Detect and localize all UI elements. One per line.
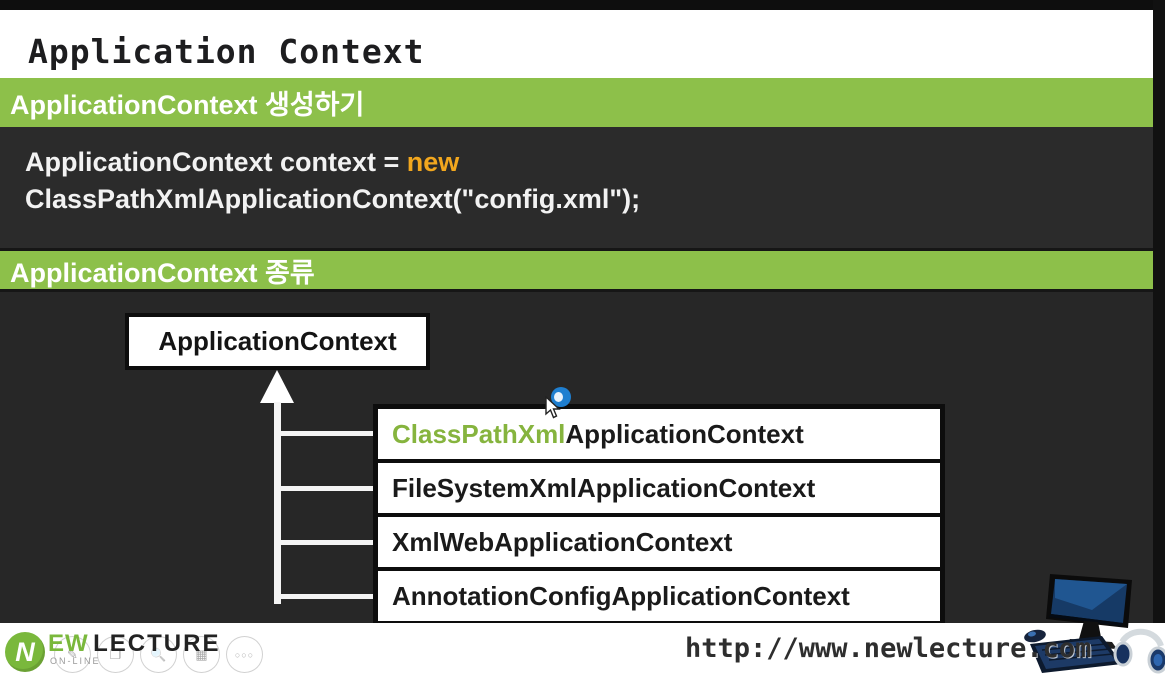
diagram-box-xmlweb: XmlWebApplicationContext <box>378 513 940 567</box>
connector-trunk-line <box>274 402 281 604</box>
more-icon[interactable]: ○○○ <box>226 636 263 673</box>
inheritance-arrow-icon <box>260 370 294 403</box>
filesystemxml-rest: FileSystemXmlApplicationContext <box>392 473 816 503</box>
computer-illustration <box>1024 574 1165 674</box>
section-heading-create-label: ApplicationContext 생성하기 <box>10 90 365 120</box>
code-block: ApplicationContext context = new ClassPa… <box>0 127 1165 248</box>
code-line1-text: ApplicationContext context = <box>25 147 407 177</box>
logo-ew-label: EW <box>48 630 89 657</box>
newlecture-logo: N EW LECTURE ON-LINE <box>5 632 220 672</box>
child-class-list: ClassPathXmlApplicationContext FileSyste… <box>373 404 945 626</box>
diagram-box-annotationconfig: AnnotationConfigApplicationContext <box>378 567 940 621</box>
connector-branch-line <box>277 594 376 599</box>
pages-icon[interactable]: ❐ <box>97 636 134 673</box>
annotationconfig-rest: AnnotationConfigApplicationContext <box>392 581 850 611</box>
classpathxml-highlight: ClassPathXml <box>392 419 566 449</box>
busy-spinner-icon <box>551 387 571 407</box>
connector-branch-line <box>277 540 376 545</box>
title-band: Application Context <box>0 10 1165 78</box>
section-heading-kinds-label: ApplicationContext 종류 <box>10 257 315 288</box>
xmlweb-rest: XmlWebApplicationContext <box>392 527 733 557</box>
footer-bar: ✎ ❐ 🔍 ▦ ○○○ N EW LECTURE ON-LINE http://… <box>0 574 1165 695</box>
diagram-box-filesystemxml: FileSystemXmlApplicationContext <box>378 459 940 513</box>
page-title: Application Context <box>28 32 425 71</box>
mouse-cursor-icon <box>545 396 561 419</box>
pencil-icon[interactable]: ✎ <box>54 636 91 673</box>
top-frame-bar <box>0 0 1165 10</box>
section-heading-kinds: ApplicationContext 종류 <box>0 248 1165 292</box>
code-line-1: ApplicationContext context = new <box>25 144 1165 181</box>
connector-branch-line <box>277 431 376 436</box>
search-icon[interactable]: 🔍 <box>140 636 177 673</box>
diagram-box-applicationcontext: ApplicationContext <box>125 313 430 370</box>
presenter-toolbar: ✎ ❐ 🔍 ▦ ○○○ <box>54 636 263 673</box>
diagram-box-classpathxml: ClassPathXmlApplicationContext <box>378 409 940 459</box>
connector-branch-line <box>277 486 376 491</box>
logo-n-icon: N <box>5 632 45 672</box>
class-hierarchy-diagram: ApplicationContext ClassPathXmlApplicati… <box>0 292 1165 626</box>
code-line-2: ClassPathXmlApplicationContext("config.x… <box>25 184 641 214</box>
right-frame-bar <box>1153 0 1165 623</box>
site-url-link[interactable]: http://www.newlecture.com <box>685 633 1092 664</box>
code-keyword-new: new <box>406 147 460 177</box>
logo-lecture-label: LECTURE <box>93 630 221 657</box>
keyboard-icon[interactable]: ▦ <box>183 636 220 673</box>
classpathxml-rest: ApplicationContext <box>565 419 804 449</box>
logo-online-label: ON-LINE <box>50 656 101 666</box>
section-heading-create: ApplicationContext 생성하기 <box>0 78 1165 127</box>
logo-text: EW LECTURE ON-LINE <box>48 632 220 666</box>
